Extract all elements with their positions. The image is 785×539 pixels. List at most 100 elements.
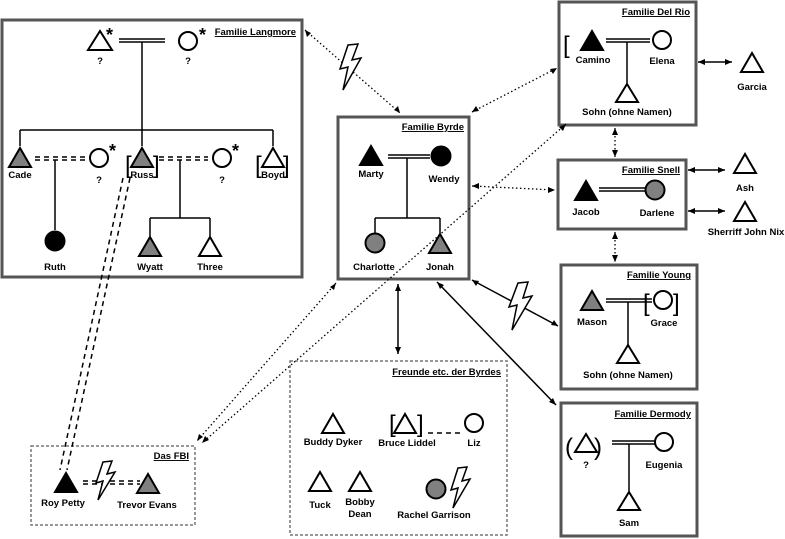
person-jonah: Jonah — [426, 232, 454, 273]
svg-text:Darlene: Darlene — [640, 208, 675, 219]
person-ruth: Ruth — [44, 230, 66, 273]
lines-byrde — [374, 154, 441, 233]
bracket-boyd-right: ] — [283, 152, 290, 179]
svg-text:Wendy: Wendy — [429, 174, 461, 185]
svg-text:Cade: Cade — [8, 170, 31, 181]
person-three: Three — [197, 235, 223, 273]
lines-delrio — [606, 38, 650, 84]
lightning-fbi-icon — [94, 460, 117, 501]
person-jacob: Jacob — [572, 179, 600, 218]
svg-text:Grace: Grace — [651, 318, 678, 329]
box-friends: Freunde etc. der Byrdes — [289, 360, 508, 536]
lines-langmore — [19, 38, 274, 236]
person-bruce-liddel: Bruce Liddel — [378, 412, 436, 449]
person-john-nix: Sherriff John Nix — [708, 200, 785, 238]
svg-text:?: ? — [96, 175, 102, 186]
bracket-russ-left: [ — [125, 152, 132, 179]
person-darlene: Darlene — [640, 179, 675, 219]
svg-text:Sohn (ohne Namen): Sohn (ohne Namen) — [582, 107, 672, 118]
person-marty: Marty — [358, 144, 384, 180]
lines-young — [606, 298, 652, 345]
bracket-russ-right: ] — [153, 152, 160, 179]
connectors — [196, 29, 732, 444]
person-eugenia: Eugenia — [646, 432, 684, 471]
bracket-boyd-left: [ — [255, 152, 262, 179]
brackets: [ ] [ ] [ [ ] [ ] ( ) — [125, 32, 680, 461]
person-cade: Cade — [7, 146, 33, 181]
lines-snell — [599, 187, 645, 192]
svg-text:Rachel Garrison: Rachel Garrison — [397, 510, 471, 521]
title-friends: Freunde etc. der Byrdes — [392, 367, 501, 378]
svg-text:?: ? — [185, 56, 191, 67]
person-delrio-son: Sohn (ohne Namen) — [582, 82, 672, 118]
person-russ: Russ — [129, 146, 155, 181]
svg-text:Trevor Evans: Trevor Evans — [117, 500, 177, 511]
person-sam: Sam — [616, 490, 642, 529]
title-delrio: Familie Del Rio — [622, 7, 690, 18]
person-tuck: Tuck — [307, 470, 333, 511]
person-trevor-evans: Trevor Evans — [117, 472, 177, 511]
person-rachel-garrison: Rachel Garrison — [397, 478, 471, 521]
person-liz: Liz — [464, 413, 484, 449]
bracket-bruce-left: [ — [389, 411, 396, 438]
person-roy-petty: Roy Petty — [41, 471, 86, 509]
deceased-mark: * — [109, 141, 116, 161]
paren-dermody-left: ( — [565, 434, 573, 461]
svg-text:Camino: Camino — [576, 55, 611, 66]
person-grace: Grace — [651, 290, 678, 329]
person-ash: Ash — [732, 152, 758, 194]
lightning-byrde-young-icon — [507, 281, 534, 331]
svg-text:Liz: Liz — [467, 438, 480, 449]
person-bobby-dean: Bobby Dean — [345, 470, 375, 520]
person-dermody-father: ? — [573, 432, 599, 471]
title-langmore: Familie Langmore — [215, 27, 296, 38]
svg-text:Marty: Marty — [358, 169, 384, 180]
deceased-mark: * — [232, 141, 239, 161]
person-langmore-mother: * ? — [178, 25, 206, 67]
svg-text:?: ? — [97, 56, 103, 67]
person-young-son: Sohn (ohne Namen) — [583, 343, 673, 381]
svg-text:Jonah: Jonah — [426, 262, 454, 273]
title-fbi: Das FBI — [154, 451, 189, 462]
svg-text:Boyd: Boyd — [261, 170, 285, 181]
svg-text:Buddy Dyker: Buddy Dyker — [304, 437, 363, 448]
svg-text:Sam: Sam — [619, 518, 639, 529]
title-young: Familie Young — [627, 270, 691, 281]
person-cade-partner: * ? — [89, 141, 116, 186]
person-wyatt: Wyatt — [137, 235, 164, 273]
person-garcia: Garcia — [737, 51, 768, 93]
svg-text:?: ? — [219, 175, 225, 186]
svg-text:Garcia: Garcia — [737, 82, 767, 93]
bracket-grace-right: ] — [673, 290, 680, 317]
svg-text:Russ: Russ — [130, 170, 153, 181]
lightning-rachel-icon — [449, 466, 472, 509]
svg-text:Sherriff John Nix: Sherriff John Nix — [708, 227, 785, 238]
deceased-mark: * — [199, 25, 206, 45]
person-elena: Elena — [649, 30, 675, 67]
person-camino: Camino — [576, 29, 611, 66]
box-young: Familie Young — [559, 263, 699, 391]
bracket-camino-left: [ — [563, 32, 570, 59]
paren-dermody-right: ) — [594, 434, 602, 461]
svg-text:Roy Petty: Roy Petty — [41, 498, 86, 509]
svg-text:Eugenia: Eugenia — [646, 460, 684, 471]
box-byrde: Familie Byrde — [336, 115, 471, 281]
svg-text:Tuck: Tuck — [309, 500, 331, 511]
svg-text:Jacob: Jacob — [572, 207, 600, 218]
person-boyd: Boyd — [260, 146, 286, 181]
lines-fbi-friends — [59, 177, 462, 485]
person-buddy-dyker: Buddy Dyker — [304, 412, 363, 448]
svg-text:Bruce Liddel: Bruce Liddel — [378, 438, 436, 449]
title-snell: Familie Snell — [622, 165, 680, 176]
person-langmore-father: * ? — [86, 25, 114, 67]
svg-text:Ruth: Ruth — [44, 262, 66, 273]
lightning-langmore-byrde-icon — [338, 43, 363, 91]
person-charlotte: Charlotte — [353, 232, 395, 273]
bracket-grace-left: [ — [643, 290, 650, 317]
box-fbi: Das FBI — [30, 445, 196, 526]
svg-text:Sohn (ohne Namen): Sohn (ohne Namen) — [583, 370, 673, 381]
deceased-mark: * — [106, 25, 113, 45]
person-mason: Mason — [577, 289, 607, 328]
svg-text:Elena: Elena — [649, 56, 675, 67]
